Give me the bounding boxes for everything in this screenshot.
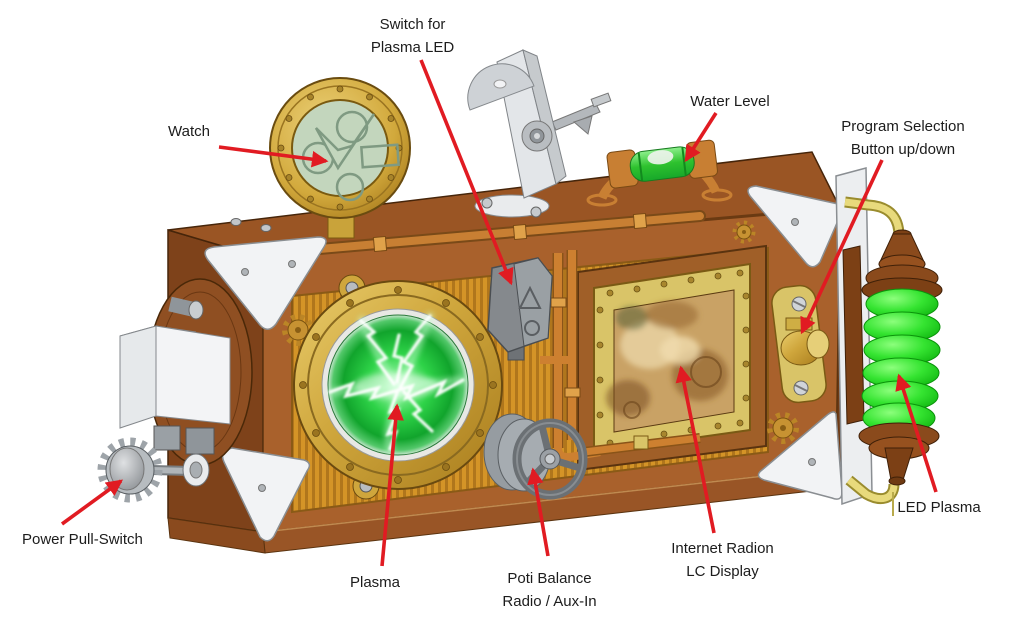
led-plasma-insulator [861,288,941,434]
arrow-lc-display [675,365,716,534]
watch-face-glyphs [301,110,400,202]
arrow-switch-plasma-led [419,59,514,286]
watch-gauge [269,77,411,239]
plasma-porthole [293,274,503,500]
label-program-selection: Program Selection Button up/down [841,118,965,158]
label-lc-display: Internet Radion LC Display [671,540,774,580]
label-plasma: Plasma [349,574,401,591]
annotation-arrows [60,59,938,567]
corner-brackets [204,185,844,542]
top-pipe [302,210,706,256]
lcd-display [577,244,767,472]
arrow-watch [218,145,329,168]
gear-right [767,412,799,444]
plasma-led-switch [487,257,568,364]
arrow-plasma [380,403,404,567]
label-led-plasma: LED Plasma [897,499,981,516]
label-water-level: Water Level [690,93,770,110]
label-poti-balance: Poti Balance Radio / Aux-In [502,570,597,610]
left-side-assembly [119,278,253,466]
label-watch: Watch [168,123,210,140]
arrow-program-selection [800,159,884,335]
arrow-power-pull-switch [60,479,124,526]
arrow-led-plasma [895,373,938,493]
gear-top [732,220,756,244]
arrow-water-level [684,112,718,163]
led-plasma-assembly [835,167,943,516]
label-switch-plasma-led: Switch for Plasma LED [370,16,455,56]
front-pipes [550,250,701,462]
arrow-poti-balance [527,467,550,557]
top-screws [230,218,272,232]
water-level-vial [586,139,733,207]
label-power-pull-switch: Power Pull-Switch [22,531,143,548]
top-bracket [467,49,612,218]
